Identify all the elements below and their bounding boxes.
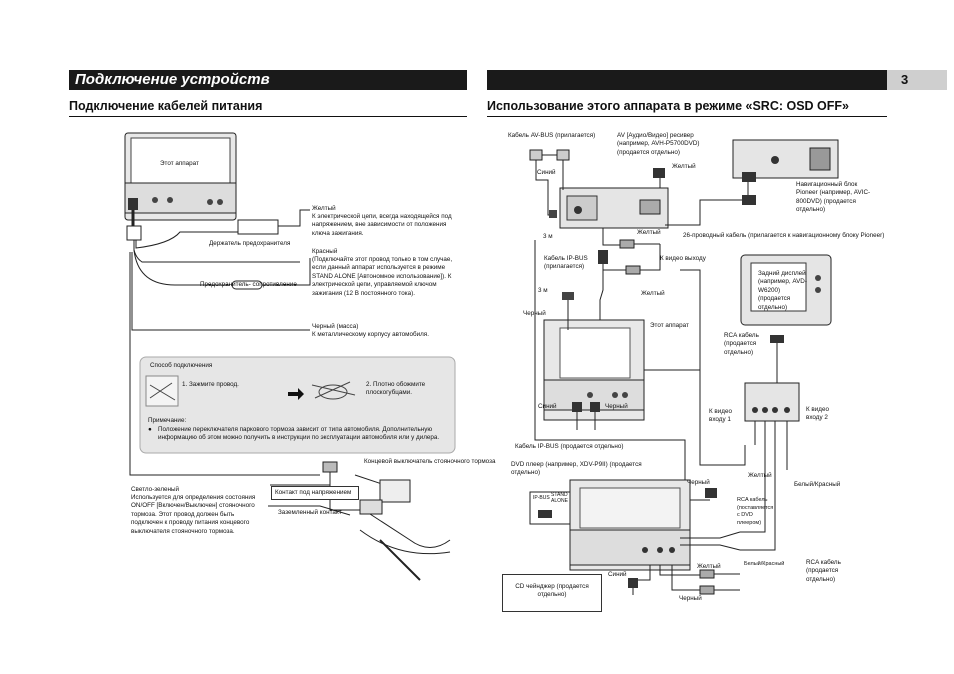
m3a-label: 3 м <box>543 233 553 240</box>
right-subtitle: Использование этого аппарата в режиме «S… <box>487 99 850 113</box>
black4-label: Черный <box>679 595 702 602</box>
right-subtitle-rule <box>487 116 887 117</box>
this-unit-label: Этот аппарат <box>650 322 689 329</box>
ipbus2-label: Кабель IP-BUS (продается отдельно) <box>515 443 624 450</box>
method-title: Способ подключения <box>150 362 213 369</box>
note-text: Положение переключателя паркового тормоз… <box>158 426 440 442</box>
yellow1-label: Желтый <box>672 163 696 170</box>
page-number: 3 <box>901 72 909 87</box>
blue2-label: Синий <box>538 403 557 410</box>
white-red1-label: Белый/Красный <box>794 481 841 488</box>
av-receiver-label: AV [Аудио/Видео] ресивер (например, AVH-… <box>617 132 700 156</box>
nav-unit-label: Навигационный блок Pioneer (например, AV… <box>796 181 871 214</box>
yellow4-label: Желтый <box>748 472 772 479</box>
avbus-cable-label: Кабель AV-BUS (прилагается) <box>508 132 596 139</box>
blue1-label: Синий <box>537 169 556 176</box>
black2-label: Черный <box>605 403 628 410</box>
m3b-label: 3 м <box>538 287 548 294</box>
black3-label: Черный <box>687 479 710 486</box>
left-section-header: Подключение устройств <box>69 70 467 90</box>
rca-cable1-label: RCA кабель (продается отдельно) <box>724 332 759 356</box>
switch-stand: STAND ALONE <box>551 492 568 504</box>
dvd-player-label: DVD плеер (например, XDV-P9II) (продаетс… <box>511 461 642 477</box>
page-number-box: 3 <box>887 70 947 90</box>
yellow5-label: Желтый <box>697 563 721 570</box>
yellow-title: Желтый <box>312 205 336 212</box>
video-in2-label: К видео входу 2 <box>806 406 829 422</box>
red-title: Красный <box>312 248 338 255</box>
yellow-desc: К электрической цепи, всегда находящейся… <box>312 213 452 237</box>
yellow3-label: Желтый <box>641 290 665 297</box>
note-title: Примечание: <box>148 417 187 424</box>
yellow2-label: Желтый <box>637 229 661 236</box>
lightgreen-desc: Используется для определения состояния O… <box>131 494 256 535</box>
ground-contact-label: Заземленный контакт <box>278 509 342 516</box>
fuse-resistor-label: Предохранитель- сопротивление <box>200 281 297 288</box>
step1: 1. Зажмите провод. <box>182 381 239 388</box>
brake-switch-label: Концевой выключатель стояночного тормоза <box>364 458 496 465</box>
live-contact-box <box>271 486 359 500</box>
step2: 2. Плотно обожмите плоскогубцами. <box>366 381 426 397</box>
rca-cable2-label: RCA кабель (продается отдельно) <box>806 559 841 583</box>
section-title: Подключение устройств <box>75 71 270 88</box>
black-desc: К металлическому корпусу автомобиля. <box>312 331 429 338</box>
black1-label: Черный <box>523 310 546 317</box>
black-title: Черный (масса) <box>312 323 359 330</box>
device-label-left: Этот аппарат <box>160 160 199 167</box>
ipbus1-label: Кабель IP-BUS (прилагается) <box>544 255 588 271</box>
lightgreen-title: Светло-зеленый <box>131 486 180 493</box>
note-bullet: ● <box>148 426 152 433</box>
white-red2-label: Белый/Красный <box>744 561 785 567</box>
to-video-out-label: К видео выходу <box>660 255 706 262</box>
right-section-header <box>487 70 887 90</box>
switch-ipbus: IP-BUS <box>533 495 550 501</box>
left-subtitle: Подключение кабелей питания <box>69 99 263 113</box>
left-subtitle-rule <box>69 116 467 117</box>
rear-display-label: Задний дисплей (например, AVD-W6200) (пр… <box>758 270 807 311</box>
cd-changer-box <box>502 574 602 612</box>
blue3-label: Синий <box>608 571 627 578</box>
cable26-label: 26-проводный кабель (прилагается к навиг… <box>683 232 885 239</box>
rca-dvd-label: RCA кабель (поставляется с DVD плеером) <box>737 497 774 526</box>
red-desc: (Подключайте этот провод только в том сл… <box>312 256 453 297</box>
cd-changer-label: CD чейнджер (продается отдельно) <box>515 583 589 599</box>
video-in1-label: К видео входу 1 <box>709 408 732 424</box>
fuse-holder-label: Держатель предохранителя <box>209 240 291 247</box>
live-contact-label: Контакт под напряжением <box>275 489 352 496</box>
